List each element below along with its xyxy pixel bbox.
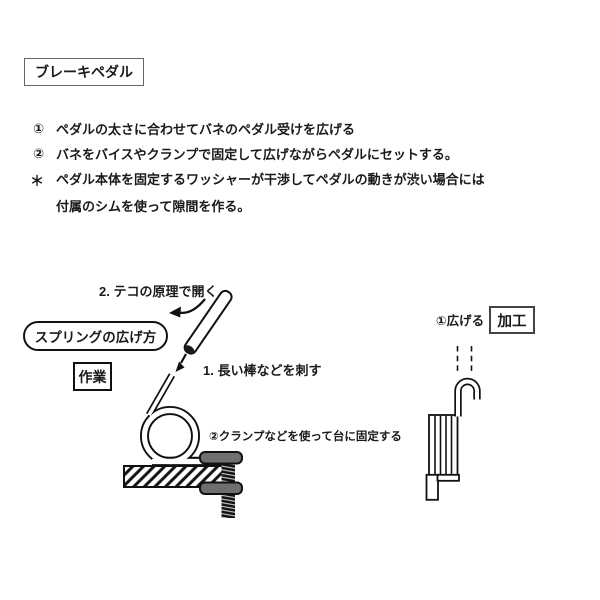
- widen-label: ①広げる: [436, 314, 485, 328]
- page-title: ブレーキペダル: [24, 58, 144, 86]
- work-label: 作業: [73, 362, 112, 391]
- note-line-2: 付属のシムを使って隙間を作る。: [56, 199, 251, 214]
- spring-side-view: [425, 346, 481, 501]
- long-rod: [183, 289, 233, 355]
- lever-arrow: [169, 298, 206, 318]
- instruction-2-text: バネをバイスやクランプで固定して広げながらペダルにセットする。: [56, 147, 458, 162]
- clamp-screw-upper: [221, 458, 235, 486]
- clamp-bottom-jaw: [199, 481, 243, 495]
- clamp: [199, 451, 243, 518]
- coil-body: [428, 414, 459, 476]
- clamp-note-label: ②クランプなどを使って台に固定する: [209, 431, 402, 443]
- clamp-screw-lower: [221, 491, 235, 518]
- instruction-1-marker: ①: [33, 121, 45, 136]
- process-label: 加工: [489, 306, 535, 334]
- step-2-label: 2. テコの原理で開く: [99, 284, 218, 299]
- spring-lower-leg: [425, 473, 439, 501]
- spring-bottom-bend: [436, 473, 460, 482]
- note-marker: ＊: [30, 173, 44, 189]
- instruction-1-text: ペダルの太さに合わせてバネのペダル受けを広げる: [56, 122, 356, 137]
- note-line-1: ペダル本体を固定するワッシャーが干渉してペダルの動きが渋い場合には: [56, 172, 485, 187]
- clamp-top-jaw: [199, 451, 243, 465]
- spread-method-title: スプリングの広げ方: [23, 321, 168, 351]
- insert-arrow: [175, 353, 187, 372]
- instruction-2-marker: ②: [33, 146, 45, 161]
- step-1-label: 1. 長い棒などを刺す: [203, 363, 322, 378]
- spring-coil: [140, 373, 224, 467]
